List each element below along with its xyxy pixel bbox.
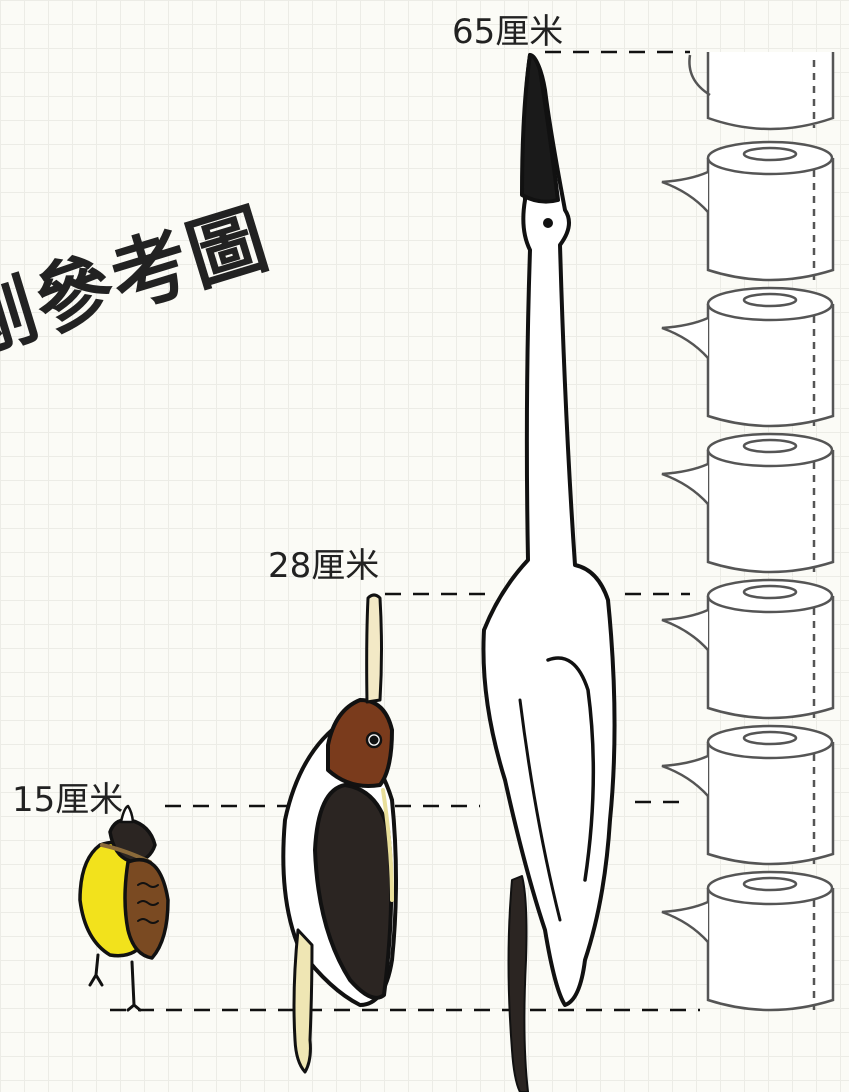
toilet-paper-roll [661,578,835,720]
toilet-paper-roll [661,286,835,428]
toilet-paper-roll [661,432,835,574]
toilet-paper-roll [661,870,835,1012]
height-guide-lines [110,50,700,1012]
crane-illustration [481,53,617,1092]
toilet-paper-roll [688,52,835,131]
warbler-illustration [78,804,170,1012]
toilet-paper-roll [661,724,835,866]
woodpecker-illustration [281,593,398,1074]
crane-height-label: 65厘米 [452,12,564,52]
woodpecker-height-label: 28厘米 [268,546,380,586]
toilet-paper-stack [661,52,835,1012]
toilet-paper-roll [661,140,835,282]
warbler-height-label: 15厘米 [12,780,124,820]
